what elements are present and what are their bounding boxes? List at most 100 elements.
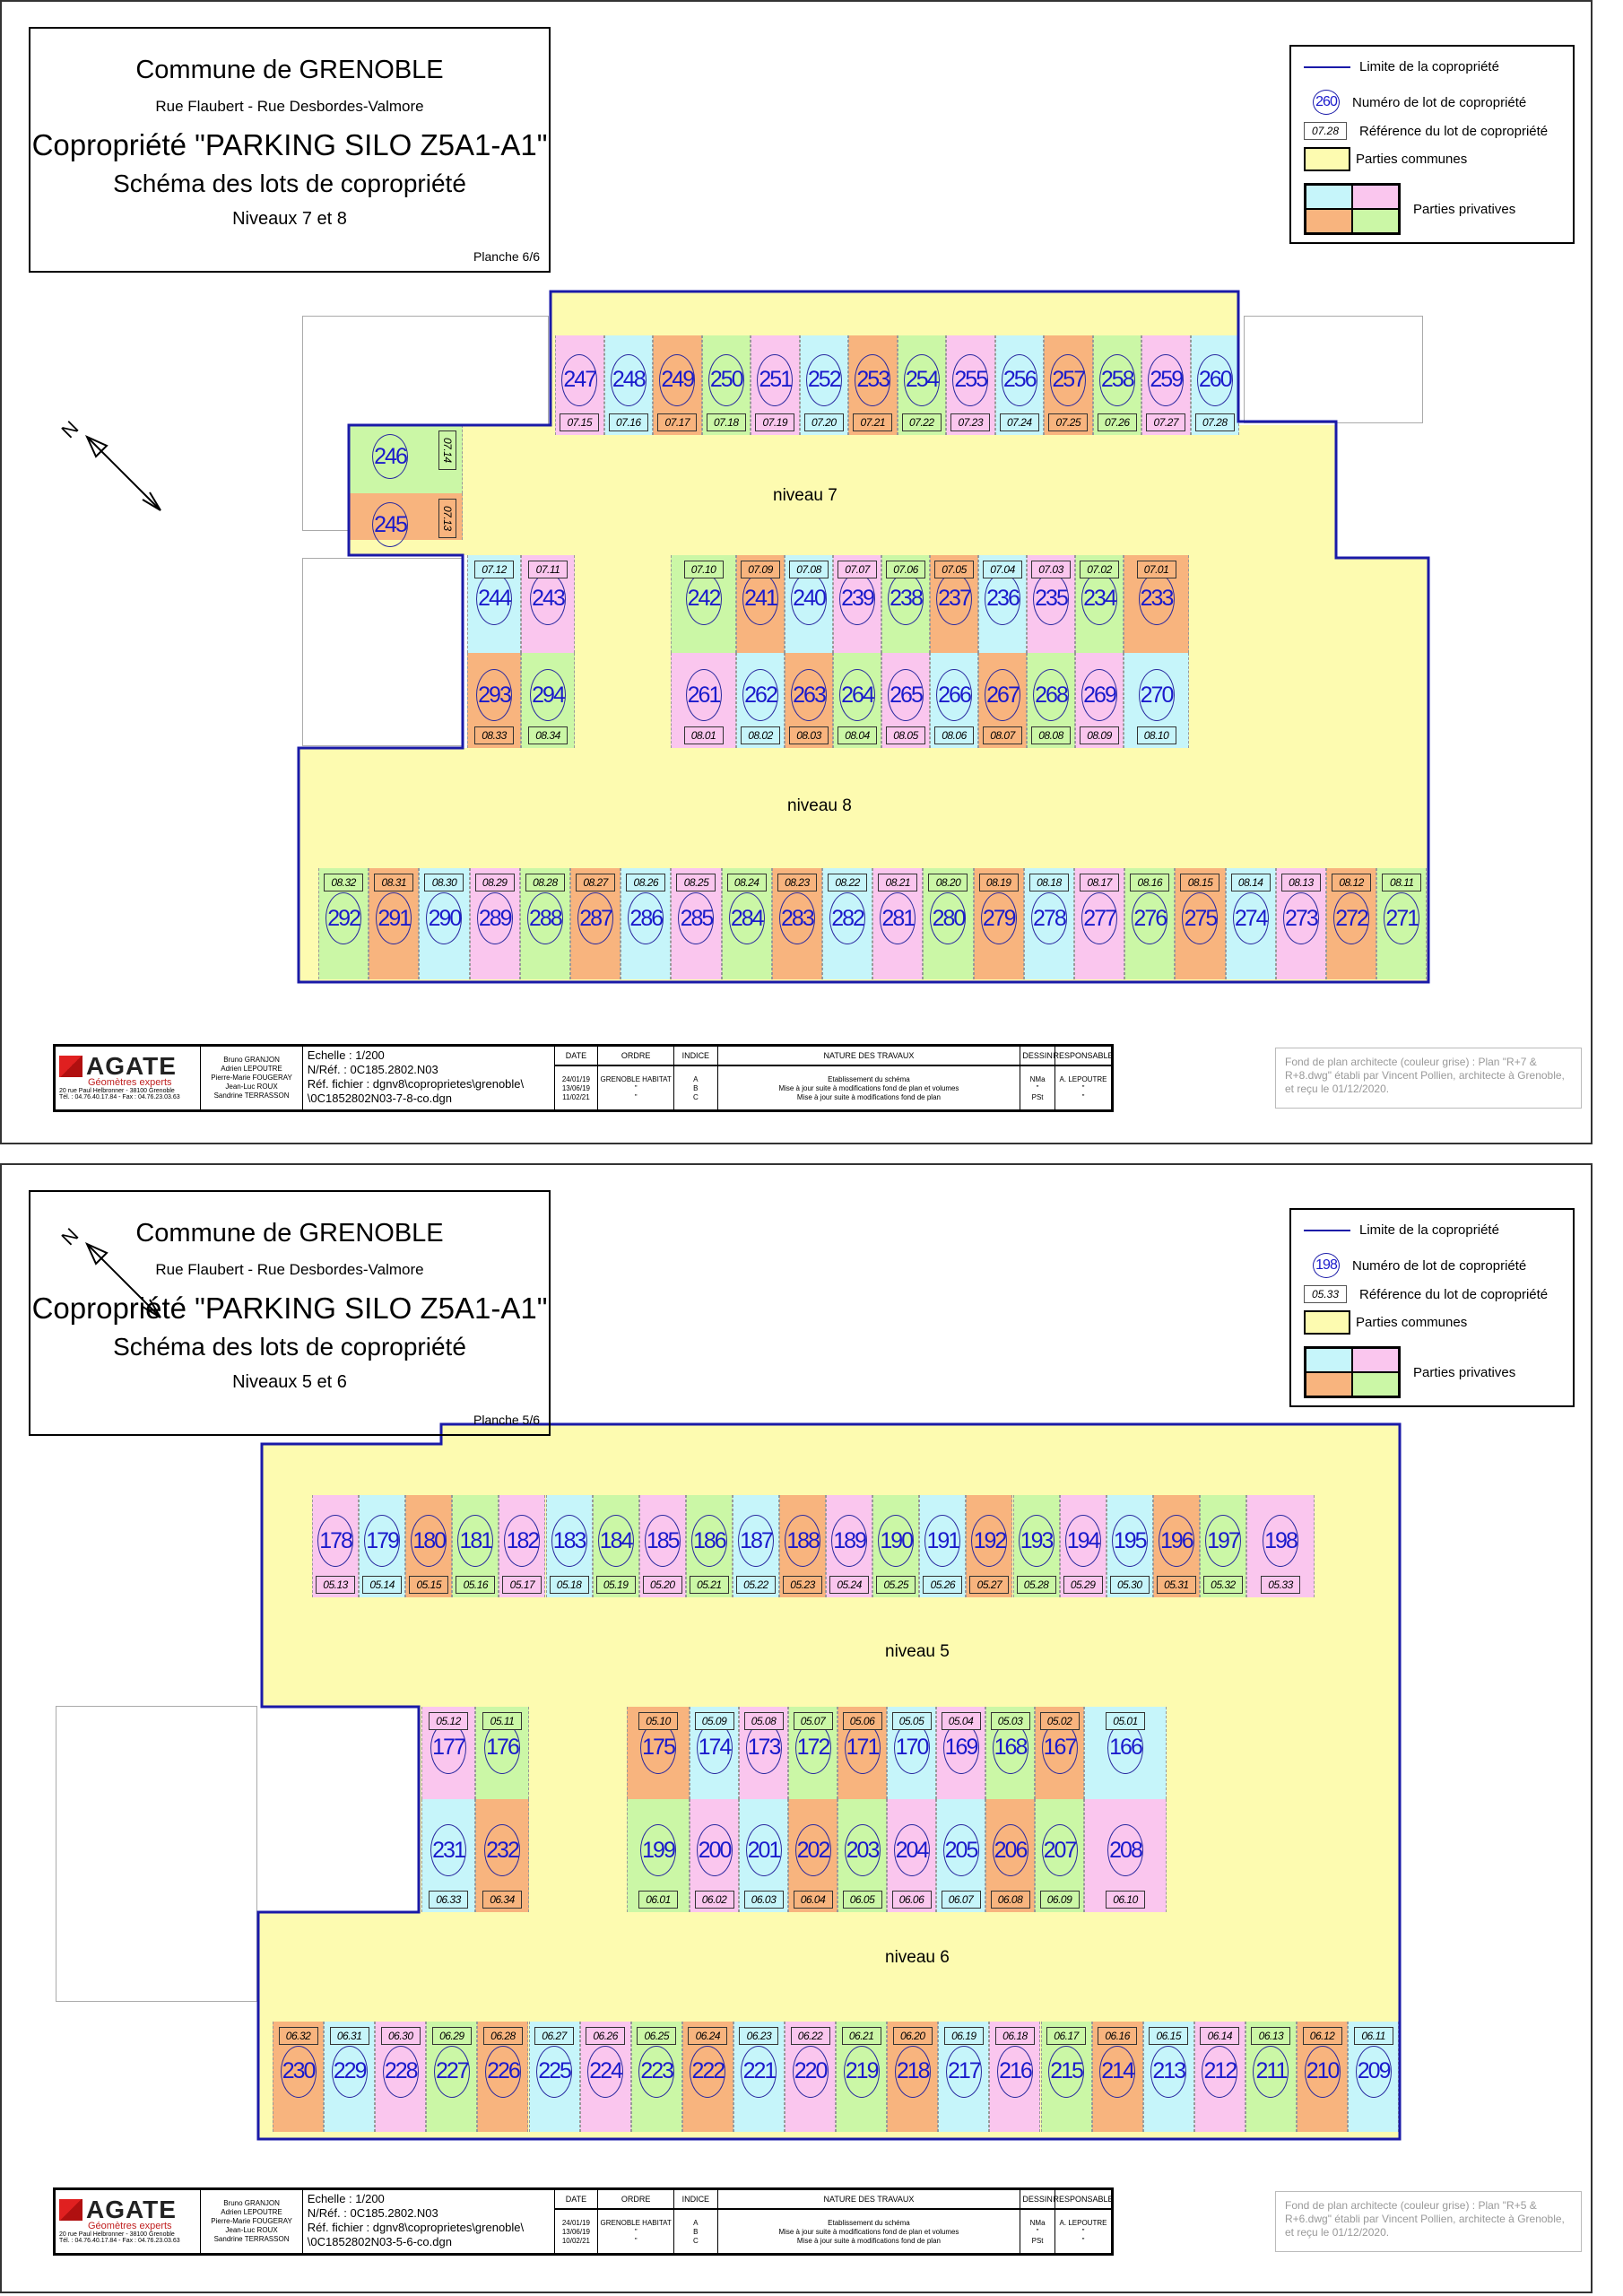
parking-lot[interactable]: 23307.01 bbox=[1124, 555, 1189, 653]
parking-lot[interactable]: 19605.31 bbox=[1152, 1495, 1200, 1597]
parking-lot[interactable]: 22506.27 bbox=[528, 2022, 580, 2132]
parking-lot[interactable]: 19505.30 bbox=[1106, 1495, 1153, 1597]
parking-lot[interactable]: 23106.33 bbox=[421, 1799, 475, 1912]
parking-lot[interactable]: 24707.15 bbox=[555, 335, 604, 435]
parking-lot[interactable]: 26708.07 bbox=[978, 653, 1027, 748]
parking-lot[interactable]: 22106.23 bbox=[733, 2022, 785, 2132]
parking-lot[interactable]: 18405.19 bbox=[592, 1495, 639, 1597]
parking-lot[interactable]: 22206.24 bbox=[681, 2022, 733, 2132]
parking-lot[interactable]: 22406.26 bbox=[579, 2022, 631, 2132]
parking-lot[interactable]: 26208.02 bbox=[736, 653, 785, 748]
parking-lot[interactable]: 27008.10 bbox=[1124, 653, 1189, 748]
parking-lot[interactable]: 24607.14 bbox=[349, 425, 463, 493]
parking-lot[interactable]: 23607.04 bbox=[978, 555, 1027, 653]
parking-lot[interactable]: 18005.15 bbox=[405, 1495, 453, 1597]
parking-lot[interactable]: 28708.27 bbox=[570, 868, 621, 979]
parking-lot[interactable]: 22606.28 bbox=[477, 2022, 529, 2132]
parking-lot[interactable]: 17505.10 bbox=[627, 1707, 690, 1799]
parking-lot[interactable]: 23907.07 bbox=[833, 555, 881, 653]
parking-lot[interactable]: 27208.12 bbox=[1326, 868, 1377, 979]
parking-lot[interactable]: 17705.12 bbox=[421, 1707, 475, 1799]
parking-lot[interactable]: 21506.17 bbox=[1040, 2022, 1092, 2132]
parking-lot[interactable]: 20406.06 bbox=[887, 1799, 936, 1912]
parking-lot[interactable]: 26108.01 bbox=[671, 653, 736, 748]
parking-lot[interactable]: 21106.13 bbox=[1245, 2022, 1297, 2132]
parking-lot[interactable]: 16605.01 bbox=[1084, 1707, 1167, 1799]
parking-lot[interactable]: 29408.34 bbox=[521, 653, 575, 748]
parking-lot[interactable]: 23507.03 bbox=[1027, 555, 1075, 653]
parking-lot[interactable]: 25307.21 bbox=[848, 335, 898, 435]
parking-lot[interactable]: 21406.16 bbox=[1091, 2022, 1143, 2132]
parking-lot[interactable]: 19805.33 bbox=[1246, 1495, 1315, 1597]
parking-lot[interactable]: 23807.06 bbox=[881, 555, 930, 653]
parking-lot[interactable]: 20706.09 bbox=[1035, 1799, 1084, 1912]
parking-lot[interactable]: 29308.33 bbox=[467, 653, 521, 748]
parking-lot[interactable]: 22006.22 bbox=[785, 2022, 837, 2132]
parking-lot[interactable]: 25507.23 bbox=[946, 335, 995, 435]
parking-lot[interactable]: 21806.20 bbox=[887, 2022, 939, 2132]
parking-lot[interactable]: 24907.17 bbox=[653, 335, 702, 435]
parking-lot[interactable]: 18805.23 bbox=[779, 1495, 827, 1597]
parking-lot[interactable]: 23206.34 bbox=[475, 1799, 529, 1912]
parking-lot[interactable]: 26608.06 bbox=[930, 653, 978, 748]
parking-lot[interactable]: 21306.15 bbox=[1142, 2022, 1194, 2132]
parking-lot[interactable]: 17905.14 bbox=[359, 1495, 406, 1597]
parking-lot[interactable]: 25007.18 bbox=[701, 335, 751, 435]
parking-lot[interactable]: 17305.08 bbox=[739, 1707, 788, 1799]
parking-lot[interactable]: 24307.11 bbox=[521, 555, 575, 653]
parking-lot[interactable]: 27508.15 bbox=[1175, 868, 1226, 979]
parking-lot[interactable]: 26408.04 bbox=[833, 653, 881, 748]
parking-lot[interactable]: 26007.28 bbox=[1190, 335, 1239, 435]
parking-lot[interactable]: 18105.16 bbox=[452, 1495, 499, 1597]
parking-lot[interactable]: 28508.25 bbox=[671, 868, 722, 979]
parking-lot[interactable]: 23707.05 bbox=[930, 555, 978, 653]
parking-lot[interactable]: 27408.14 bbox=[1225, 868, 1276, 979]
parking-lot[interactable]: 18305.18 bbox=[545, 1495, 593, 1597]
parking-lot[interactable]: 28408.24 bbox=[721, 868, 772, 979]
parking-lot[interactable]: 27908.19 bbox=[973, 868, 1024, 979]
parking-lot[interactable]: 29008.30 bbox=[419, 868, 470, 979]
parking-lot[interactable]: 23407.02 bbox=[1075, 555, 1124, 653]
parking-lot[interactable]: 19205.27 bbox=[966, 1495, 1013, 1597]
parking-lot[interactable]: 24007.08 bbox=[785, 555, 833, 653]
parking-lot[interactable]: 21606.18 bbox=[989, 2022, 1041, 2132]
parking-lot[interactable]: 26808.08 bbox=[1027, 653, 1075, 748]
parking-lot[interactable]: 24407.12 bbox=[467, 555, 521, 653]
parking-lot[interactable]: 20906.11 bbox=[1348, 2022, 1400, 2132]
parking-lot[interactable]: 27708.17 bbox=[1074, 868, 1125, 979]
parking-lot[interactable]: 24807.16 bbox=[603, 335, 653, 435]
parking-lot[interactable]: 28908.29 bbox=[469, 868, 520, 979]
parking-lot[interactable]: 24107.09 bbox=[736, 555, 785, 653]
parking-lot[interactable]: 28808.28 bbox=[519, 868, 570, 979]
parking-lot[interactable]: 22906.31 bbox=[324, 2022, 376, 2132]
parking-lot[interactable]: 16905.04 bbox=[936, 1707, 985, 1799]
parking-lot[interactable]: 28008.20 bbox=[923, 868, 974, 979]
parking-lot[interactable]: 16705.02 bbox=[1035, 1707, 1084, 1799]
parking-lot[interactable]: 21906.21 bbox=[836, 2022, 888, 2132]
parking-lot[interactable]: 22306.25 bbox=[630, 2022, 682, 2132]
parking-lot[interactable]: 17005.05 bbox=[887, 1707, 936, 1799]
parking-lot[interactable]: 17805.13 bbox=[312, 1495, 360, 1597]
parking-lot[interactable]: 18605.21 bbox=[685, 1495, 733, 1597]
parking-lot[interactable]: 24207.10 bbox=[671, 555, 736, 653]
parking-lot[interactable]: 25407.22 bbox=[897, 335, 946, 435]
parking-lot[interactable]: 20106.03 bbox=[739, 1799, 788, 1912]
parking-lot[interactable]: 27308.13 bbox=[1275, 868, 1326, 979]
parking-lot[interactable]: 20306.05 bbox=[838, 1799, 887, 1912]
parking-lot[interactable]: 21206.14 bbox=[1193, 2022, 1245, 2132]
parking-lot[interactable]: 18205.17 bbox=[499, 1495, 546, 1597]
parking-lot[interactable]: 20806.10 bbox=[1084, 1799, 1167, 1912]
parking-lot[interactable]: 17105.06 bbox=[838, 1707, 887, 1799]
parking-lot[interactable]: 29108.31 bbox=[369, 868, 420, 979]
parking-lot[interactable]: 26508.05 bbox=[881, 653, 930, 748]
parking-lot[interactable]: 17605.11 bbox=[475, 1707, 529, 1799]
parking-lot[interactable]: 28208.22 bbox=[822, 868, 873, 979]
parking-lot[interactable]: 18905.24 bbox=[826, 1495, 873, 1597]
parking-lot[interactable]: 25707.25 bbox=[1044, 335, 1093, 435]
parking-lot[interactable]: 22806.30 bbox=[375, 2022, 427, 2132]
parking-lot[interactable]: 16805.03 bbox=[985, 1707, 1035, 1799]
parking-lot[interactable]: 28108.21 bbox=[872, 868, 924, 979]
parking-lot[interactable]: 19705.32 bbox=[1199, 1495, 1246, 1597]
parking-lot[interactable]: 26908.09 bbox=[1075, 653, 1124, 748]
parking-lot[interactable]: 27808.18 bbox=[1023, 868, 1074, 979]
